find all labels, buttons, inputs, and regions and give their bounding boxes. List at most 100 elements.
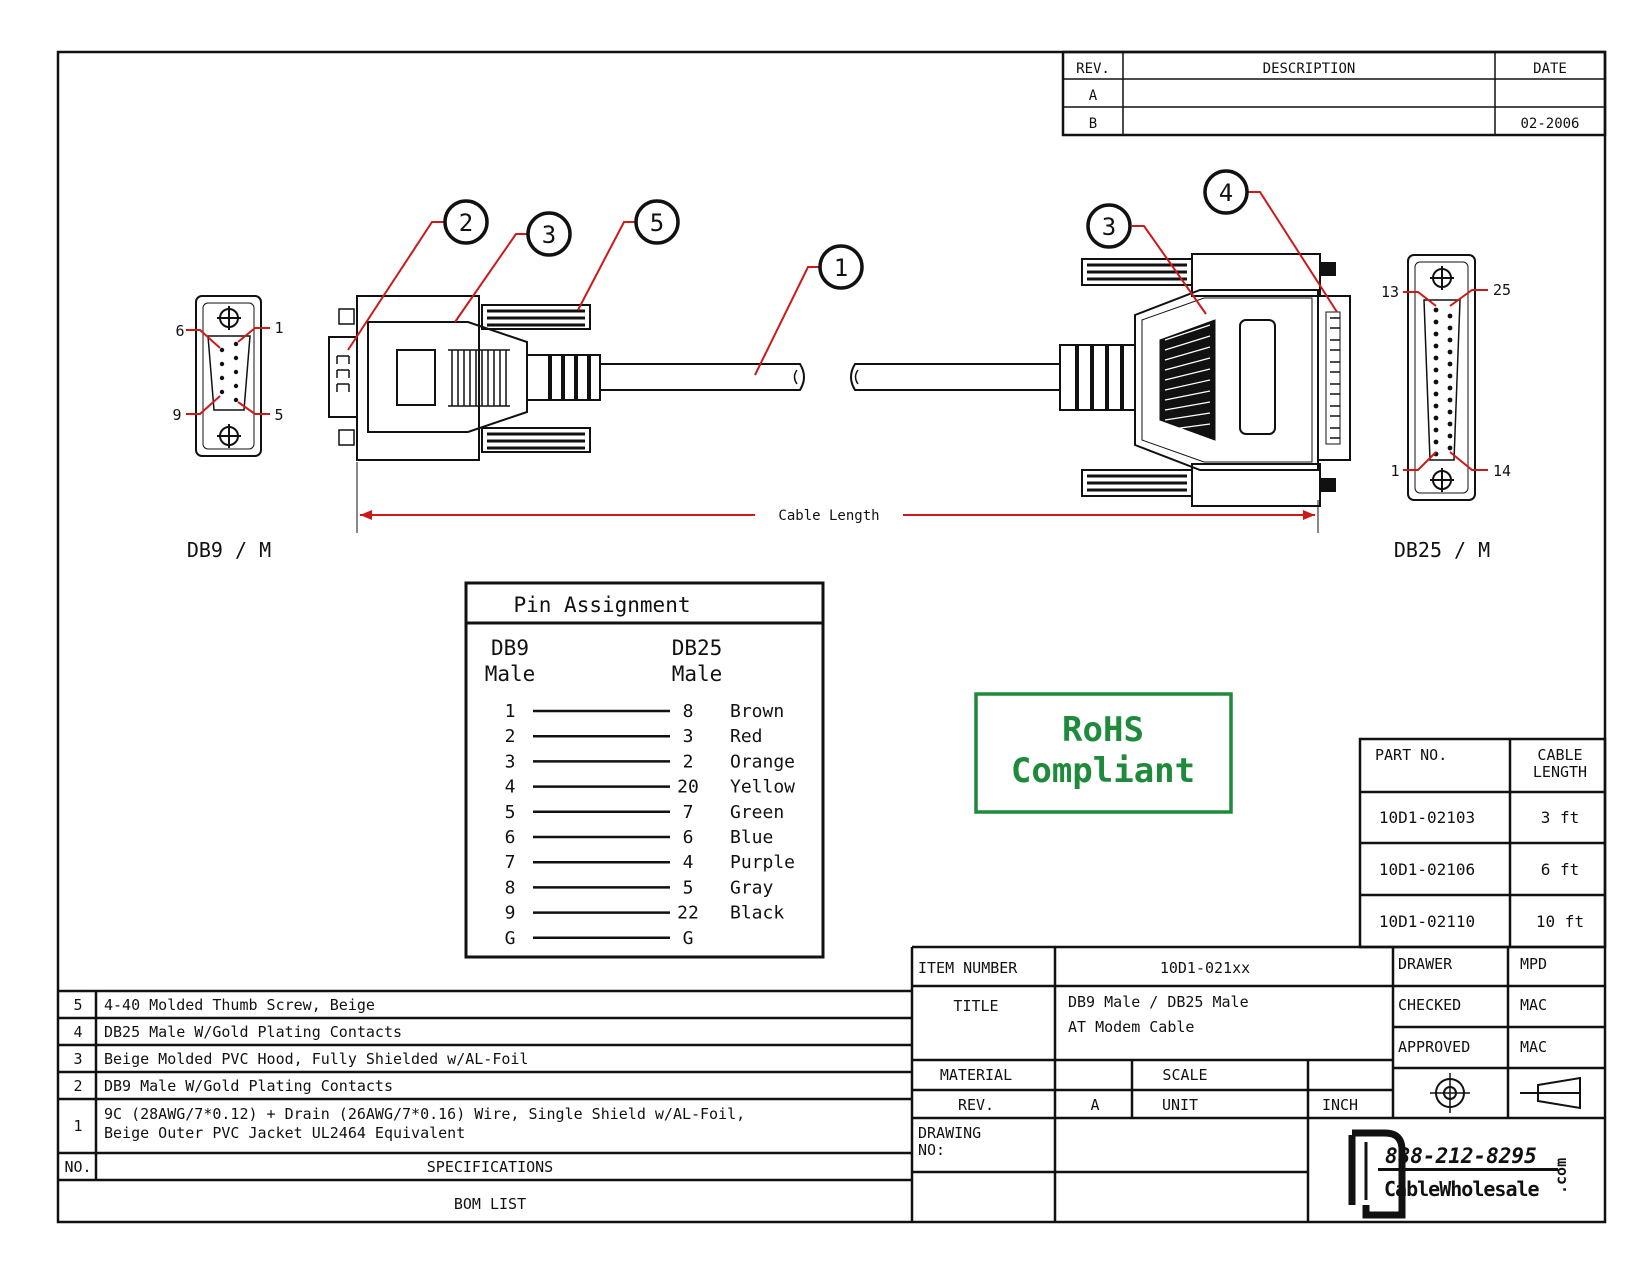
db9-pin-number: 6: [505, 827, 516, 848]
sheet-border: [56, 50, 1607, 1224]
db25-pin: [1433, 391, 1439, 397]
db9-header-line1: DB9: [491, 636, 529, 660]
bom-no-2: 2: [73, 1077, 82, 1095]
checked-value: MAC: [1520, 996, 1547, 1014]
db25-pin-number: 5: [683, 877, 694, 898]
title-label: TITLE: [953, 997, 998, 1015]
logo-suffix: .com: [1552, 1158, 1570, 1194]
rohs-line1: RoHS: [1062, 710, 1144, 750]
db9-pin-number: 4: [505, 777, 516, 798]
item-number-label: ITEM NUMBER: [918, 959, 1018, 977]
part-row-1-no: 10D1-02103: [1379, 808, 1475, 827]
bom-spec-2: DB9 Male W/Gold Plating Contacts: [104, 1077, 393, 1095]
date-header: DATE: [1533, 61, 1567, 77]
db9-side-connector: [328, 295, 601, 461]
bom-spec-1-line1: 9C (28AWG/7*0.12) + Drain (26AWG/7*0.16)…: [104, 1105, 745, 1123]
db25-pin: [1447, 361, 1453, 367]
db25-pin: [1447, 433, 1453, 439]
part-row-1-length: 3 ft: [1541, 808, 1580, 827]
cable-length-dimension: Cable Length: [356, 462, 1319, 533]
unit-label: UNIT: [1162, 1096, 1198, 1114]
wire-color: Black: [730, 903, 784, 924]
bom-list: 5 4-40 Molded Thumb Screw, Beige 4 DB25 …: [58, 989, 912, 1213]
db25-side-connector: [1059, 253, 1351, 507]
rev-row-a: A: [1089, 88, 1098, 104]
item-number-value: 10D1-021xx: [1160, 959, 1250, 977]
title-line2: AT Modem Cable: [1068, 1018, 1194, 1036]
db25-pin: [1447, 421, 1453, 427]
rev-row-b-date: 02-2006: [1520, 116, 1579, 132]
db25-connector-label: DB25 / M: [1394, 538, 1490, 562]
wire-color: Yellow: [730, 777, 795, 798]
db9-header-line2: Male: [485, 662, 536, 686]
db25-pin: [1447, 385, 1453, 391]
db9-pin-number: 1: [505, 701, 516, 722]
approved-label: APPROVED: [1398, 1038, 1470, 1056]
rev-value: A: [1090, 1096, 1099, 1114]
db9-pin-9-label: 9: [172, 406, 181, 424]
callout-3-left: 3: [542, 221, 556, 249]
cablewholesale-logo: 888-212-8295 CableWholesale .com: [1348, 1129, 1570, 1219]
db9-face-view: 6 1 9 5: [172, 295, 284, 457]
rohs-compliant-badge: RoHS Compliant: [974, 692, 1233, 814]
db25-pin-number: 7: [683, 802, 694, 823]
db25-pin-number: 20: [677, 777, 699, 798]
part-row-3-no: 10D1-02110: [1379, 912, 1475, 931]
logo-phone: 888-212-8295: [1385, 1144, 1537, 1168]
wire-color: Gray: [730, 877, 774, 898]
bom-spec-1-line2: Beige Outer PVC Jacket UL2464 Equivalent: [104, 1124, 465, 1142]
wire-color: Blue: [730, 827, 773, 848]
db25-pin-number: 2: [683, 751, 694, 772]
db25-pin: [1433, 319, 1439, 325]
db25-pin: [1433, 415, 1439, 421]
title-block: ITEM NUMBER 10D1-021xx TITLE DB9 Male / …: [910, 945, 1605, 1222]
bom-no-header: NO.: [64, 1158, 91, 1176]
callout-2: 2: [459, 209, 473, 237]
db9-pin-6-label: 6: [175, 322, 184, 340]
db25-pin: [1433, 355, 1439, 361]
db9-pin-number: 8: [505, 877, 516, 898]
projection-cone-icon: [1520, 1076, 1581, 1110]
db25-pin-1-label: 1: [1390, 462, 1399, 480]
db25-pin: [1433, 403, 1439, 409]
part-row-2-no: 10D1-02106: [1379, 860, 1475, 879]
db9-pin-1-label: 1: [274, 319, 283, 337]
rev-label: REV.: [958, 1096, 994, 1114]
db9-connector-label: DB9 / M: [187, 538, 271, 562]
rev-header: REV.: [1076, 61, 1110, 77]
db9-pin-number: 7: [505, 852, 516, 873]
db25-pin: [1433, 439, 1439, 445]
db25-pin-13-label: 13: [1381, 283, 1399, 301]
db25-pin-number: 3: [683, 726, 694, 747]
db25-pin: [1433, 343, 1439, 349]
db25-header-line2: Male: [672, 662, 723, 686]
callout-4: 4: [1219, 179, 1233, 207]
revision-table: REV. DESCRIPTION DATE A B 02-2006: [1061, 50, 1607, 137]
wire-color: Orange: [730, 751, 795, 772]
db25-pin-number: G: [683, 928, 694, 949]
db25-pin: [1433, 367, 1439, 373]
db9-pin-number: 2: [505, 726, 516, 747]
db25-header-line1: DB25: [672, 636, 723, 660]
drawing-no-label-line2: NO:: [918, 1141, 945, 1159]
db25-pin: [1447, 373, 1453, 379]
scale-label: SCALE: [1162, 1066, 1207, 1084]
rev-row-b: B: [1089, 116, 1097, 132]
callout-5: 5: [650, 209, 664, 237]
logo-brand: CableWholesale: [1384, 1177, 1540, 1201]
unit-value: INCH: [1322, 1096, 1358, 1114]
wire-color: Green: [730, 802, 784, 823]
callout-leaders: [347, 191, 1338, 376]
db25-pin-number: 22: [677, 903, 699, 924]
db25-pin: [1447, 397, 1453, 403]
approved-value: MAC: [1520, 1038, 1547, 1056]
part-row-2-length: 6 ft: [1541, 860, 1580, 879]
db25-pin: [1447, 409, 1453, 415]
db25-pin-14-label: 14: [1493, 462, 1511, 480]
db25-pin-number: 8: [683, 701, 694, 722]
db9-pin-number: 3: [505, 751, 516, 772]
bom-no-4: 4: [73, 1023, 82, 1041]
wire-color: Red: [730, 726, 763, 747]
